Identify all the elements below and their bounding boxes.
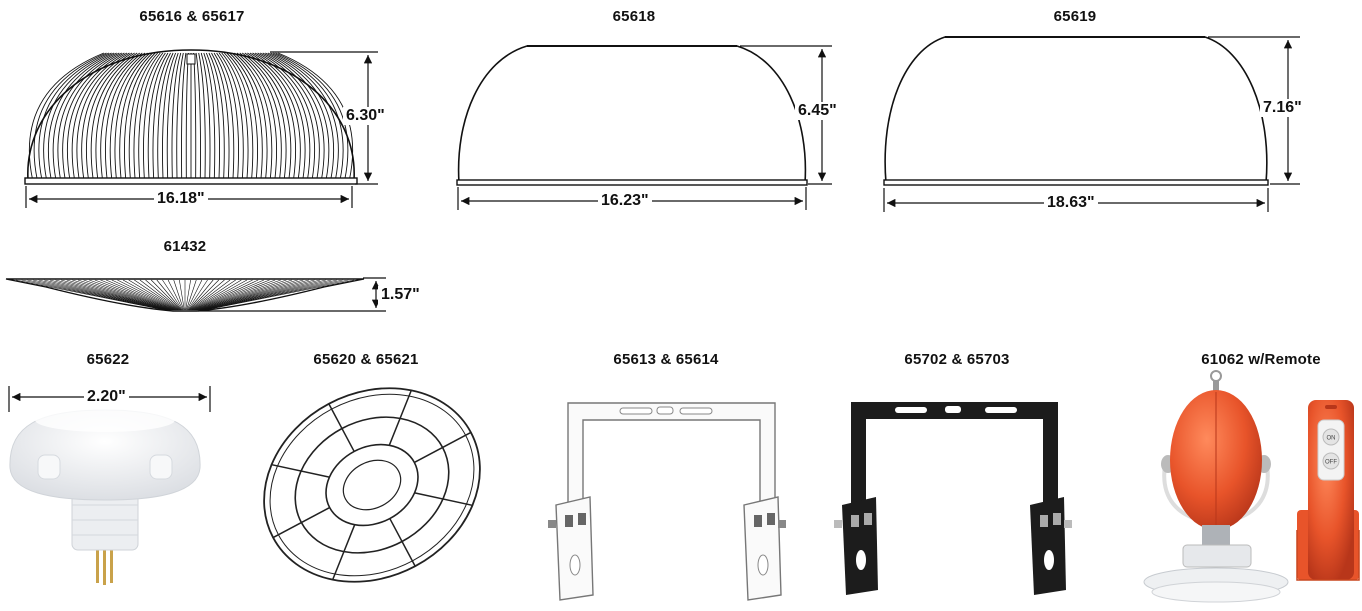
remote-off-label: OFF [1325, 460, 1337, 466]
sensor-icon [9, 408, 201, 585]
lens-icon [5, 278, 365, 312]
emergency-battery-icon [1143, 370, 1289, 603]
bracket-icon [548, 402, 786, 601]
dimension-label-width-65616: 16.18" [154, 190, 208, 208]
remote-icon: ON OFF [1296, 400, 1360, 581]
product-name-65619: 65619 [1053, 8, 1097, 25]
product-name-65620: 65620 & 65621 [313, 351, 419, 368]
remote-on-label: ON [1327, 436, 1336, 442]
product-name-65618: 65618 [612, 8, 656, 25]
bracket-icon [834, 402, 1072, 595]
product-name-65702: 65702 & 65703 [904, 351, 1010, 368]
dimension-label-width-65619: 18.63" [1044, 194, 1098, 212]
product-name-61432: 61432 [163, 238, 207, 255]
dimension-label-height-65619: 7.16" [1260, 99, 1305, 117]
reflector-smooth-icon [456, 45, 808, 186]
dimension-label-height-61432: 1.57" [378, 286, 423, 304]
reflector-ribbed-icon [24, 49, 358, 185]
dimension-label-width-65622: 2.20" [84, 388, 129, 406]
product-name-65616: 65616 & 65617 [139, 8, 245, 25]
dimension-label-width-65618: 16.23" [598, 192, 652, 210]
product-name-65613: 65613 & 65614 [613, 351, 719, 368]
dimension-label-height-65616: 6.30" [343, 107, 388, 125]
product-name-65622: 65622 [86, 351, 130, 368]
dimension-label-height-65618: 6.45" [795, 102, 840, 120]
wire-guard-icon [263, 387, 481, 583]
reflector-smooth-icon [883, 36, 1269, 186]
product-name-61062: 61062 w/Remote [1201, 351, 1321, 368]
dimension-height-61432 [198, 277, 386, 312]
